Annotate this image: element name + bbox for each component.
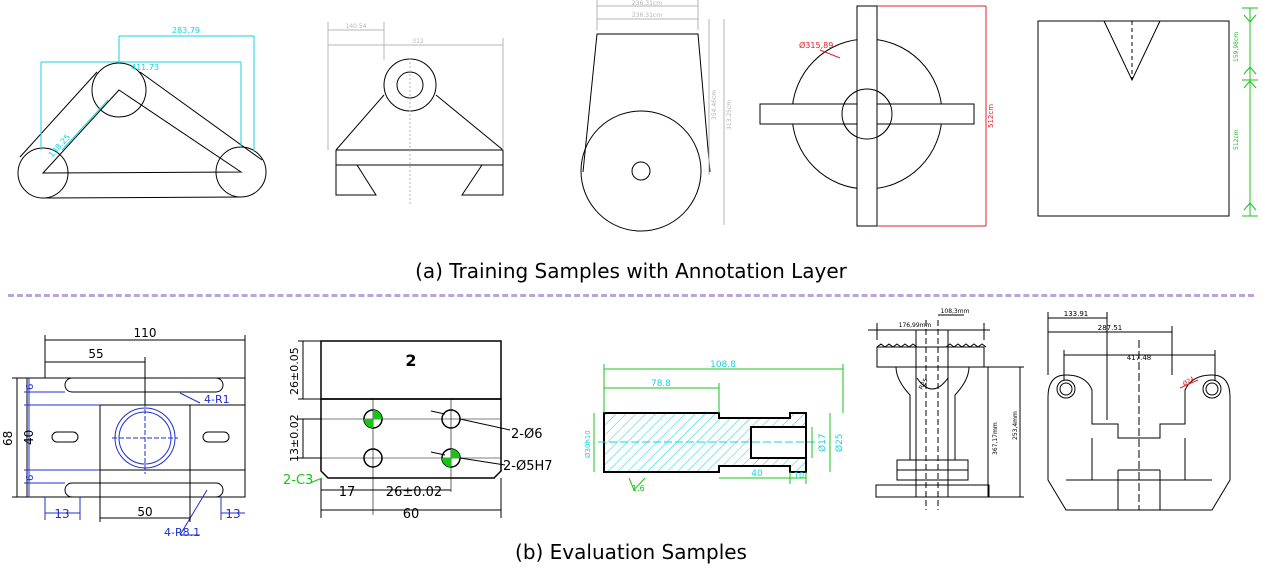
dim-13: 13±0.02 bbox=[288, 414, 301, 462]
dim-40: 40 bbox=[751, 469, 763, 479]
dim-6-top: 6 bbox=[25, 384, 36, 390]
dim-411: 411.73 bbox=[131, 63, 159, 72]
evaluation-sample-5: 133.91 287.51 417.48 Ø24 bbox=[1047, 310, 1231, 511]
dim-512cm: 512cm bbox=[1233, 129, 1240, 150]
dim-6-bottom: 6 bbox=[25, 475, 36, 481]
vertical-bar bbox=[856, 5, 878, 227]
top-slot bbox=[64, 377, 224, 393]
dim-v2: 313.25cm bbox=[726, 100, 733, 130]
dim-13-left: 13 bbox=[54, 507, 69, 521]
note-2-hole-5h7: 2-Ø5H7 bbox=[503, 459, 553, 474]
roughness-1-6: 1.6 bbox=[632, 484, 645, 493]
note-2-hole-6: 2-Ø6 bbox=[511, 427, 542, 442]
bracket-outline bbox=[1047, 374, 1231, 511]
hole-right bbox=[1202, 379, 1222, 399]
lower-block bbox=[320, 398, 502, 479]
evaluation-sample-4: 176,99mm 108,3mm 367,17mm 253,4mm R25 bbox=[868, 308, 1024, 510]
training-sample-3: 236.31cm 236.31cm 354.46cm 313.25cm bbox=[580, 0, 733, 232]
training-sample-5: 159,98cm 512cm bbox=[1037, 7, 1258, 217]
block bbox=[1037, 20, 1230, 217]
disc bbox=[580, 110, 702, 232]
dim-159: 159,98cm bbox=[1233, 32, 1240, 62]
training-sample-1: 283.79 411.73 138.25 bbox=[17, 26, 267, 199]
dim-hole: Ø24 bbox=[1182, 375, 1196, 387]
dim-17: 17 bbox=[339, 485, 356, 500]
inner-triangle bbox=[41, 89, 243, 174]
evaluation-sample-3: 108.8 78.8 40 Ø17 Ø25 Ø30h10 10 1.6 bbox=[584, 360, 845, 493]
dim-50: 50 bbox=[137, 505, 152, 519]
dim-v1: 354.46cm bbox=[711, 90, 718, 120]
base-profile bbox=[336, 149, 504, 196]
hole-left bbox=[1056, 379, 1076, 399]
dim-dia-30: Ø30h10 bbox=[584, 430, 592, 458]
dim-287: 287.51 bbox=[1098, 324, 1123, 332]
taper-body bbox=[582, 33, 711, 173]
title-2: 2 bbox=[405, 351, 416, 370]
annotation-layer bbox=[40, 35, 255, 152]
dim-78: 78.8 bbox=[651, 379, 671, 389]
dim-26-horizontal: 26±0.02 bbox=[386, 485, 442, 500]
dim-dia-315: Ø315,89 bbox=[799, 40, 833, 50]
top-flange bbox=[876, 346, 985, 368]
note-4-r8: 4-R8.1 bbox=[164, 526, 200, 539]
dim-40: 40 bbox=[22, 430, 36, 445]
dim-253: 253,4mm bbox=[1012, 411, 1019, 440]
dim-dia-17: Ø17 bbox=[817, 433, 828, 452]
dim-55: 55 bbox=[88, 347, 103, 361]
dim-312: 312 bbox=[412, 38, 424, 45]
center-hole bbox=[631, 161, 651, 181]
dim-417: 417.48 bbox=[1127, 354, 1152, 362]
dim-512: 512cm bbox=[987, 104, 995, 128]
caption-evaluation: (b) Evaluation Samples bbox=[515, 540, 747, 564]
dim-top-2: 236.31cm bbox=[632, 12, 662, 19]
evaluation-sample-1: 110 55 68 6 40 6 50 13 13 4-R1 4-R8.1 bbox=[1, 326, 246, 539]
dim-angle: R25 bbox=[918, 377, 930, 391]
dim-110: 110 bbox=[134, 326, 157, 340]
dim-367: 367,17mm bbox=[992, 422, 999, 455]
dim-top-1: 236.31cm bbox=[632, 0, 662, 7]
dim-dia-25: Ø25 bbox=[834, 433, 845, 452]
dim-13-right: 13 bbox=[225, 507, 240, 521]
note-4-r1: 4-R1 bbox=[204, 393, 230, 406]
training-sample-4: Ø315,89 512cm bbox=[759, 5, 995, 227]
dim-10: 10 bbox=[794, 471, 804, 480]
dim-140: 140.54 bbox=[346, 23, 367, 30]
dim-176: 176,99mm bbox=[899, 322, 932, 329]
dim-68: 68 bbox=[1, 431, 15, 446]
dim-108mm: 108,3mm bbox=[941, 308, 970, 315]
dim-60: 60 bbox=[403, 507, 420, 522]
bottom-slot bbox=[64, 482, 224, 498]
hole-bl bbox=[363, 448, 383, 468]
block bbox=[320, 340, 502, 400]
evaluation-sample-2: 2 26±0.05 13±0.02 17 26±0.02 60 2-Ø6 2-Ø… bbox=[283, 340, 553, 522]
dim-133: 133.91 bbox=[1064, 310, 1089, 318]
training-sample-2: 140.54 312 bbox=[327, 22, 504, 205]
dim-108: 108.8 bbox=[710, 360, 736, 370]
dim-26-vertical: 26±0.05 bbox=[288, 347, 301, 395]
note-2-c3: 2-C3 bbox=[283, 473, 313, 488]
dim-283: 283.79 bbox=[172, 26, 200, 35]
caption-training: (a) Training Samples with Annotation Lay… bbox=[415, 259, 847, 283]
section-divider bbox=[8, 294, 1254, 297]
